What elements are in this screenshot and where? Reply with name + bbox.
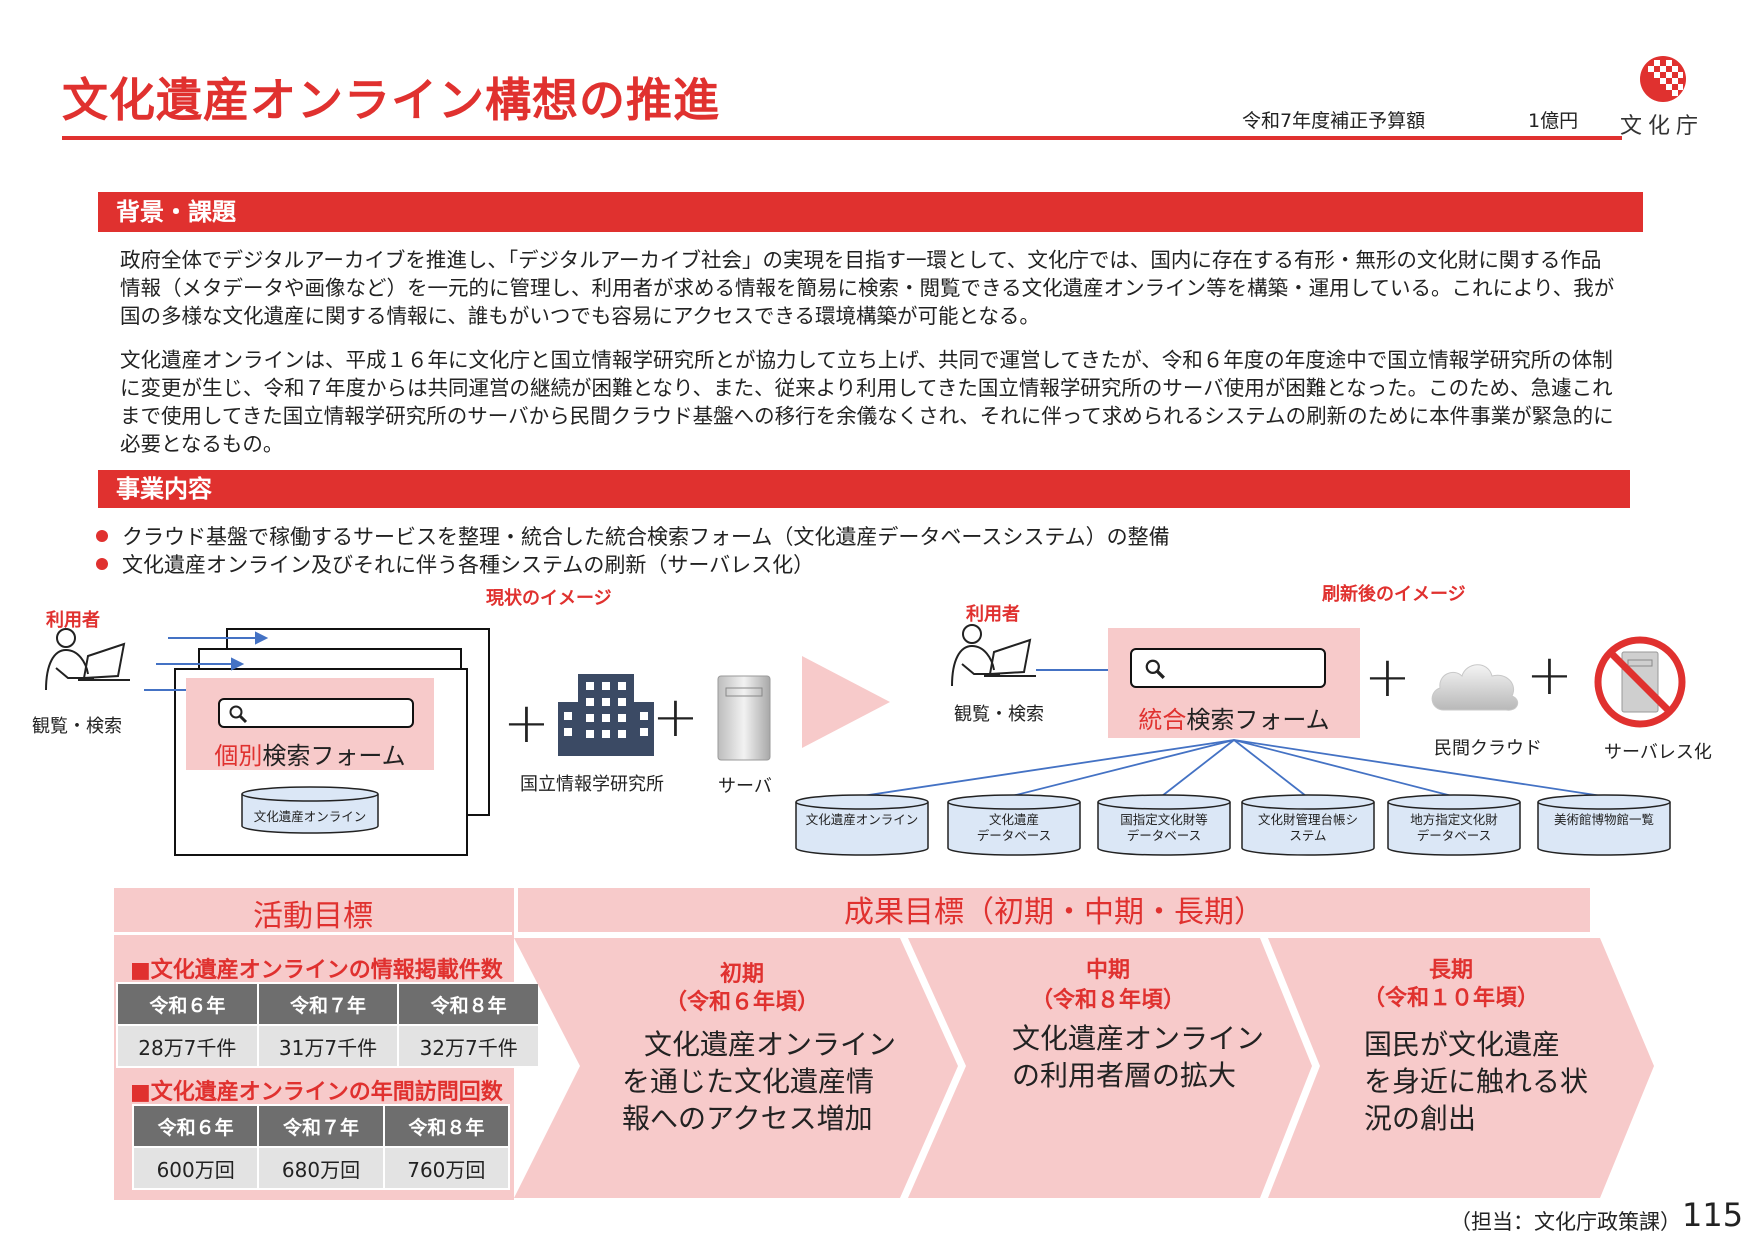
table-cell: 600万回 <box>131 1146 260 1190</box>
phase-long-period: （令和１０年頃） <box>1362 986 1539 1011</box>
no-server-icon <box>1594 636 1686 728</box>
metric1-title: ■文化遺産オンラインの情報掲載件数 <box>130 958 503 983</box>
database-cylinder-icon <box>241 786 379 834</box>
table-header-cell: 令和６年 <box>131 1104 260 1148</box>
institute-building-icon <box>558 674 654 756</box>
table-header-cell: 令和８年 <box>382 1104 511 1148</box>
cloud-icon <box>1431 664 1519 711</box>
plus-sign-icon: + <box>503 691 550 756</box>
contact-note: （担当：文化庁政策課） <box>1450 1210 1681 1234</box>
metric2-title: ■文化遺産オンラインの年間訪問回数 <box>130 1080 503 1105</box>
database-cylinder-icon <box>1241 794 1375 856</box>
serverless-label: サーバレス化 <box>1604 742 1712 763</box>
current-db-label: 文化遺産オンライン <box>253 809 367 824</box>
table-row: 600万回 680万回 760万回 <box>131 1146 511 1190</box>
phase-mid-text: 文化遺産オンライン の利用者層の拡大 <box>1012 1022 1265 1092</box>
table-cell: 31万7千件 <box>256 1024 400 1068</box>
database-cylinder-icon <box>947 794 1081 856</box>
individual-search-form-label: 個別検索フォーム <box>214 742 406 770</box>
database-label: 地方指定文化財データベース <box>1410 812 1498 843</box>
database-item: 文化遺産データベース <box>946 794 1082 860</box>
database-item: 文化遺産オンライン <box>794 794 930 860</box>
bullet-dot-icon <box>96 558 108 570</box>
table-cell: 28万7千件 <box>116 1024 259 1068</box>
table-cell: 680万回 <box>257 1146 385 1190</box>
user-laptop-icon <box>45 628 130 691</box>
metric1-table: 令和６年 令和７年 令和８年 28万7千件 31万7千件 32万7千件 <box>116 982 540 1068</box>
database-label: 文化財管理台帳システム <box>1257 812 1358 843</box>
table-header-row: 令和６年 令和７年 令和８年 <box>131 1104 511 1148</box>
phase-initial-name: 初期 <box>719 962 764 987</box>
phase-mid-period: （令和８年頃） <box>1030 988 1185 1013</box>
database-cylinder-icon <box>795 794 929 856</box>
activity-heading: 活動目標 <box>114 888 512 935</box>
connector-lines <box>861 739 1603 797</box>
metric2-table: 令和６年 令和７年 令和８年 600万回 680万回 760万回 <box>131 1104 511 1190</box>
section-heading-business: 事業内容 <box>98 470 1630 508</box>
background-paragraph-2: 文化遺産オンラインは、平成１６年に文化庁と国立情報学研究所とが協力して立ち上げ、… <box>120 348 1614 456</box>
current-user-label: 利用者 <box>46 610 100 631</box>
search-icon <box>1145 659 1165 679</box>
database-label: 国指定文化財等データベース <box>1120 812 1208 843</box>
table-header-cell: 令和６年 <box>116 982 259 1026</box>
database-label: 美術館博物館一覧 <box>1553 812 1654 827</box>
integrated-search-input[interactable] <box>1130 648 1326 688</box>
phase-long-text: 国民が文化遺産 を身近に触れる状 況の創出 <box>1364 1028 1589 1135</box>
database-cylinder-icon <box>1387 794 1521 856</box>
phase-initial-text: 文化遺産オンライン を通じた文化遺産情 報へのアクセス増加 <box>622 1028 897 1135</box>
database-label: 文化遺産オンライン <box>805 812 919 827</box>
table-header-cell: 令和７年 <box>256 982 400 1026</box>
table-cell: 32万7千件 <box>397 1024 540 1068</box>
database-cylinder-icon <box>1537 794 1671 856</box>
bullet-dot-icon <box>96 530 108 542</box>
outcome-chevrons <box>514 938 1654 1198</box>
phase-mid-name: 中期 <box>1085 958 1130 983</box>
cloud-label: 民間クラウド <box>1434 738 1542 759</box>
transition-arrow-icon <box>802 656 890 748</box>
user-laptop-icon <box>951 624 1036 687</box>
background-paragraph-1: 政府全体でデジタルアーカイブを推進し、「デジタルアーカイブ社会」の実現を目指す一… <box>120 248 1615 328</box>
table-header-cell: 令和８年 <box>397 982 540 1026</box>
table-header-row: 令和６年 令和７年 令和８年 <box>116 982 540 1026</box>
individual-search-input[interactable] <box>218 698 414 728</box>
future-action-label: 観覧・検索 <box>954 704 1044 725</box>
future-image-caption: 刷新後のイメージ <box>1322 584 1466 605</box>
budget-amount: 1億円 <box>1528 110 1579 132</box>
phase-long-name: 長期 <box>1428 958 1473 983</box>
agency-logo-icon <box>1640 56 1686 102</box>
plus-sign-icon: + <box>1526 643 1573 708</box>
plus-sign-icon: + <box>1364 645 1411 710</box>
database-item: 地方指定文化財データベース <box>1386 794 1522 860</box>
phase-initial-period: （令和６年頃） <box>664 990 819 1015</box>
outcome-heading: 成果目標（初期・中期・長期） <box>518 888 1590 932</box>
page-number: 115 <box>1682 1196 1744 1234</box>
budget-label: 令和7年度補正予算額 <box>1242 110 1426 132</box>
current-image-caption: 現状のイメージ <box>486 588 612 609</box>
institute-label: 国立情報学研究所 <box>520 774 664 795</box>
title-underline <box>62 136 1622 140</box>
bullet-item: 文化遺産オンライン及びそれに伴う各種システムの刷新（サーバレス化） <box>96 549 814 579</box>
current-action-label: 観覧・検索 <box>32 716 122 737</box>
server-icon <box>717 675 771 761</box>
table-header-cell: 令和７年 <box>257 1104 385 1148</box>
database-item: 文化財管理台帳システム <box>1240 794 1376 860</box>
integrated-search-form-label: 統合検索フォーム <box>1138 706 1330 734</box>
table-row: 28万7千件 31万7千件 32万7千件 <box>116 1024 540 1068</box>
section-heading-background: 背景・課題 <box>98 192 1643 232</box>
bullet-item: クラウド基盤で稼働するサービスを整理・統合した統合検索フォーム（文化遺産データベ… <box>96 521 1170 551</box>
database-label: 文化遺産データベース <box>976 812 1052 843</box>
page-title: 文化遺産オンライン構想の推進 <box>62 73 720 127</box>
database-cylinder-icon <box>1097 794 1231 856</box>
agency-logo-text: 文化庁 <box>1620 114 1705 139</box>
plus-sign-icon: + <box>652 685 699 750</box>
future-user-label: 利用者 <box>966 604 1020 625</box>
database-item: 国指定文化財等データベース <box>1096 794 1232 860</box>
table-cell: 760万回 <box>382 1146 511 1190</box>
database-item: 美術館博物館一覧 <box>1536 794 1672 860</box>
search-icon <box>229 705 248 724</box>
server-label: サーバ <box>718 776 772 797</box>
future-database-list: 文化遺産オンライン 文化遺産データベース 国指定文化財等データベース 文化財管理… <box>794 794 1694 860</box>
